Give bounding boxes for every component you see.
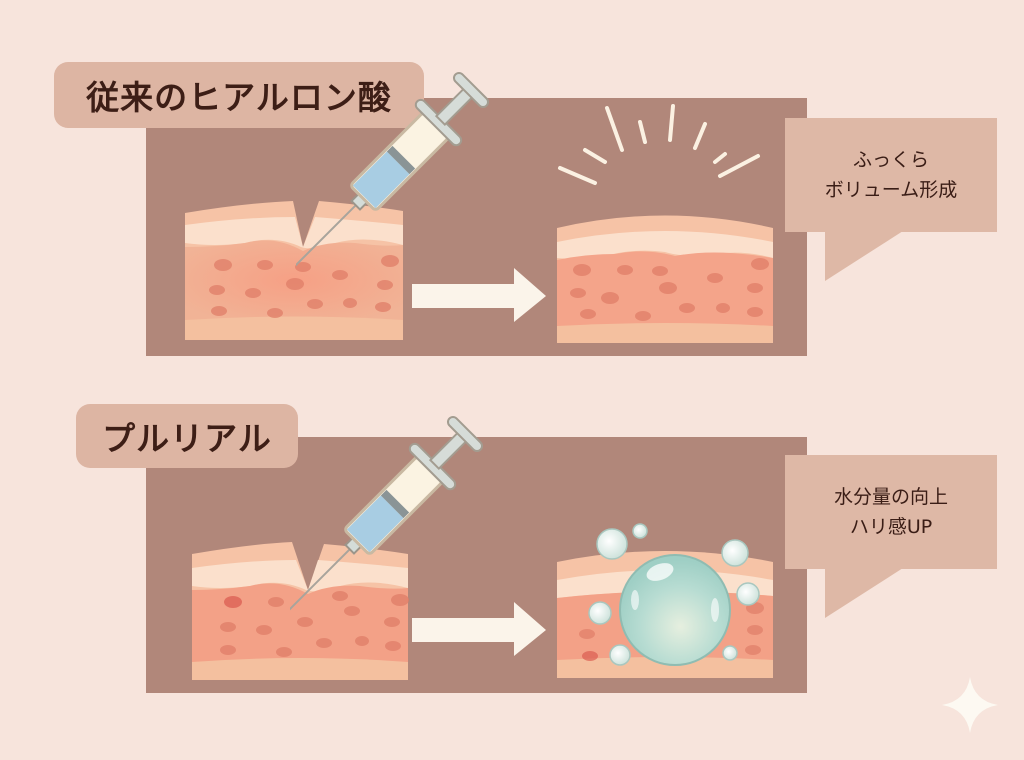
conventional-callout: ふっくら ボリューム形成 <box>785 118 997 232</box>
arrow-right-icon <box>412 602 546 656</box>
callout-tail <box>825 568 903 618</box>
syringe-icon <box>290 415 484 611</box>
pluryal-label: プルリアル <box>76 404 298 468</box>
skin-water-bubble-icon <box>557 523 773 678</box>
callout-line-1: 水分量の向上 <box>833 486 948 508</box>
sparkle-icon <box>942 677 998 733</box>
callout-line-2: ハリ感UP <box>849 516 933 538</box>
syringe-icon <box>296 71 490 267</box>
conventional-ha-label: 従来のヒアルロン酸 <box>54 62 424 128</box>
callout-tail <box>825 231 903 281</box>
skin-before-groove-icon <box>192 542 409 680</box>
skin-before-groove-icon <box>185 201 403 340</box>
callout-line-1: ふっくら <box>852 149 929 171</box>
skin-volume-sparkle-icon <box>557 104 773 343</box>
pluryal-callout: 水分量の向上 ハリ感UP <box>785 455 997 569</box>
arrow-right-icon <box>412 268 546 322</box>
callout-line-2: ボリューム形成 <box>824 179 958 201</box>
